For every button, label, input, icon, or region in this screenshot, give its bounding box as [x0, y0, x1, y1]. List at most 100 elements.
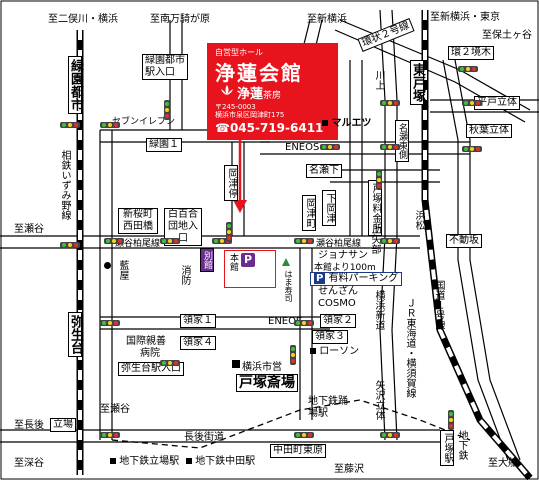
- traffic-light-icon: [100, 320, 120, 326]
- traffic-light-icon: [290, 345, 296, 365]
- railway-jr-label: ＪＲ東海道・横須賀線: [404, 298, 415, 398]
- label-minami-manki: 至南万騎が原: [150, 14, 210, 25]
- label-hodogaya: 至保土ヶ谷: [482, 30, 532, 41]
- place-nasedai: 名瀬下: [306, 164, 342, 178]
- venue-address: 〒245-0003 横浜市泉区岡津町175: [215, 103, 285, 119]
- label-futamatagawa: 至二俣川・横浜: [48, 14, 118, 25]
- place-hama-sushi: はま寿司: [284, 270, 293, 302]
- place-nasedai-east: 名瀬東側: [395, 120, 409, 162]
- venue-phone: ☎045-719-6411: [215, 121, 324, 135]
- road-kamiyabe: [349, 60, 363, 236]
- traffic-light-icon: [100, 432, 120, 438]
- traffic-light-icon: [104, 238, 124, 244]
- intersection-ryoke2: 領家２: [320, 314, 356, 328]
- traffic-light-icon: [380, 238, 400, 244]
- pointer-arrow: [233, 200, 247, 213]
- place-nakada-higashi: 中田町東原: [270, 444, 326, 458]
- place-ai: 藍屋: [117, 260, 128, 280]
- venue-infobox: 自営型ホール 浄蓮会館 浄蓮茶房 〒245-0003 横浜市泉区岡津町175 ☎…: [207, 43, 338, 140]
- railway-jr: [421, 10, 533, 480]
- place-totsuka-toll: 戸塚料金所: [368, 180, 382, 236]
- road-left-vertical: [99, 130, 113, 440]
- place-shinsakura: 新桜町西田橋: [118, 208, 158, 234]
- annex-building: 別館: [200, 248, 214, 272]
- venue-name: 浄蓮会館: [215, 61, 303, 85]
- traffic-light-icon: [462, 100, 482, 106]
- place-okatsu-cho: 岡津町: [302, 195, 316, 231]
- road-kokudo1-label: 国道１号線: [433, 280, 444, 330]
- railway-sotetsu-label: 相鉄いずみ野線: [59, 150, 70, 220]
- route-hirado: 平戸立体: [474, 96, 520, 110]
- bus-stop-okatsu: 岡津停: [224, 165, 238, 201]
- traffic-light-icon: [60, 122, 80, 128]
- tree-icon: [282, 258, 290, 266]
- traffic-light-icon: [448, 410, 454, 430]
- paid-parking-icon: P: [314, 273, 326, 284]
- label-ofuna: 至大船: [488, 458, 518, 469]
- road-seto-label: 瀬谷柏尾線: [115, 239, 161, 249]
- traffic-light-icon: [160, 238, 180, 244]
- road-ne: [260, 141, 470, 155]
- place-eneos-south: ENEOS: [268, 316, 303, 327]
- traffic-light-icon: [380, 144, 400, 150]
- place-shimo-okatsu: 下岡津: [322, 190, 336, 226]
- label-fujisawa: 至藤沢: [334, 464, 364, 475]
- station-icon: [110, 458, 116, 464]
- place-eneos-north: ENEOS: [285, 142, 320, 153]
- traffic-light-icon: [294, 238, 314, 244]
- route-akiba: 秋葉立体: [466, 124, 512, 138]
- label-fukaya: 至深谷: [14, 458, 44, 469]
- label-naga: 至長後: [14, 420, 44, 431]
- place-cosmo: COSMO: [318, 298, 356, 309]
- place-ryokuen-station: 緑園都市駅入口: [142, 54, 188, 80]
- lotus-icon: [221, 85, 233, 95]
- traffic-light-icon: [60, 242, 80, 248]
- venue-subtitle: 自営型ホール: [215, 48, 263, 57]
- traffic-light-icon: [380, 432, 400, 438]
- traffic-light-icon: [458, 66, 478, 72]
- station-icon: [186, 458, 192, 464]
- marker-ai: [104, 262, 111, 269]
- place-yatozawa: 矢沢立体: [373, 380, 384, 420]
- road-kokudo1: [442, 59, 521, 461]
- place-hamamatsu: 浜松: [413, 210, 424, 230]
- place-kamiyabe: 上矢部: [369, 224, 380, 254]
- place-shirayuri: 白百合団地入口: [164, 208, 202, 246]
- main-building-label: 本館: [228, 253, 238, 271]
- parking-icon: P: [241, 253, 255, 267]
- intersection-ryoke4: 領家４: [180, 336, 216, 350]
- station-odoriba: 地下鉄踊場駅: [308, 396, 348, 419]
- traffic-light-icon: [160, 360, 180, 366]
- place-maruetsu: マルエツ: [322, 118, 371, 130]
- place-lawson: ローソン: [310, 346, 359, 358]
- traffic-light-icon: [226, 222, 232, 242]
- crematorium-icon: [232, 360, 240, 368]
- main-building[interactable]: P 本館: [224, 250, 276, 288]
- subway-line: [111, 399, 471, 449]
- paid-parking-sign[interactable]: P 有料パーキング: [310, 272, 403, 286]
- label-shin-yokohama: 至新横浜: [307, 14, 347, 25]
- intersection-ryoke1: 領家１: [180, 314, 216, 328]
- station-totsuka-subway: 地下鉄: [456, 430, 467, 460]
- label-seya: 至瀬谷: [14, 224, 44, 235]
- traffic-light-icon: [294, 320, 314, 326]
- place-senzan: せんざん: [318, 286, 358, 297]
- traffic-light-icon: [320, 144, 340, 150]
- place-hospital: 病院: [140, 348, 160, 359]
- label-seya-south: 至瀬谷: [100, 404, 130, 415]
- road-chogo-label: 長後街道: [184, 432, 224, 443]
- label-shin-totsuka: 至新横浜・東京: [430, 12, 500, 23]
- place-fudozaka: 不動坂: [446, 234, 482, 248]
- crematorium-sub: 横浜市営: [242, 362, 282, 373]
- traffic-light-icon: [462, 146, 482, 152]
- station-tachiba: 地下鉄立場駅: [110, 456, 179, 468]
- place-fire: 消防: [179, 265, 190, 285]
- place-kokusai: 国際親善: [126, 336, 166, 347]
- intersection-ryoke3: 領家３: [312, 330, 348, 344]
- station-totsuka: 戸塚駅: [440, 430, 454, 466]
- traffic-light-icon: [294, 432, 314, 438]
- place-ryokuen1: 緑園１: [146, 138, 182, 152]
- traffic-light-icon: [100, 122, 120, 128]
